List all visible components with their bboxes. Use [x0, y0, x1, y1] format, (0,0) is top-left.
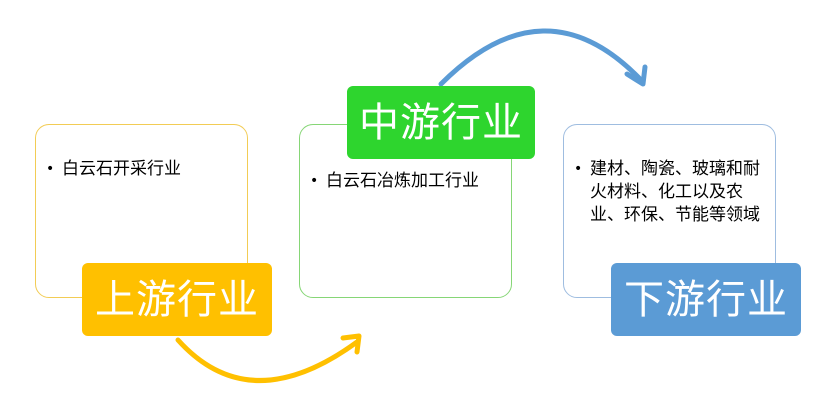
midstream-item: 白云石冶炼加工行业	[310, 170, 505, 193]
upstream-label: 上游行业	[82, 263, 272, 336]
arrow-up-to-mid	[175, 337, 360, 383]
downstream-items: 建材、陶瓷、玻璃和耐火材料、化工以及农业、环保、节能等领域	[574, 158, 772, 227]
arrow-up-to-mid-head	[340, 333, 362, 355]
upstream-item: 白云石开采行业	[46, 158, 241, 181]
upstream-items: 白云石开采行业	[46, 158, 241, 181]
downstream-item: 建材、陶瓷、玻璃和耐火材料、化工以及农业、环保、节能等领域	[574, 158, 772, 227]
arrow-mid-to-down	[438, 28, 644, 87]
midstream-label: 中游行业	[347, 86, 535, 159]
downstream-label: 下游行业	[611, 263, 801, 336]
arrow-mid-to-down-head	[624, 64, 648, 87]
midstream-items: 白云石冶炼加工行业	[310, 170, 505, 193]
